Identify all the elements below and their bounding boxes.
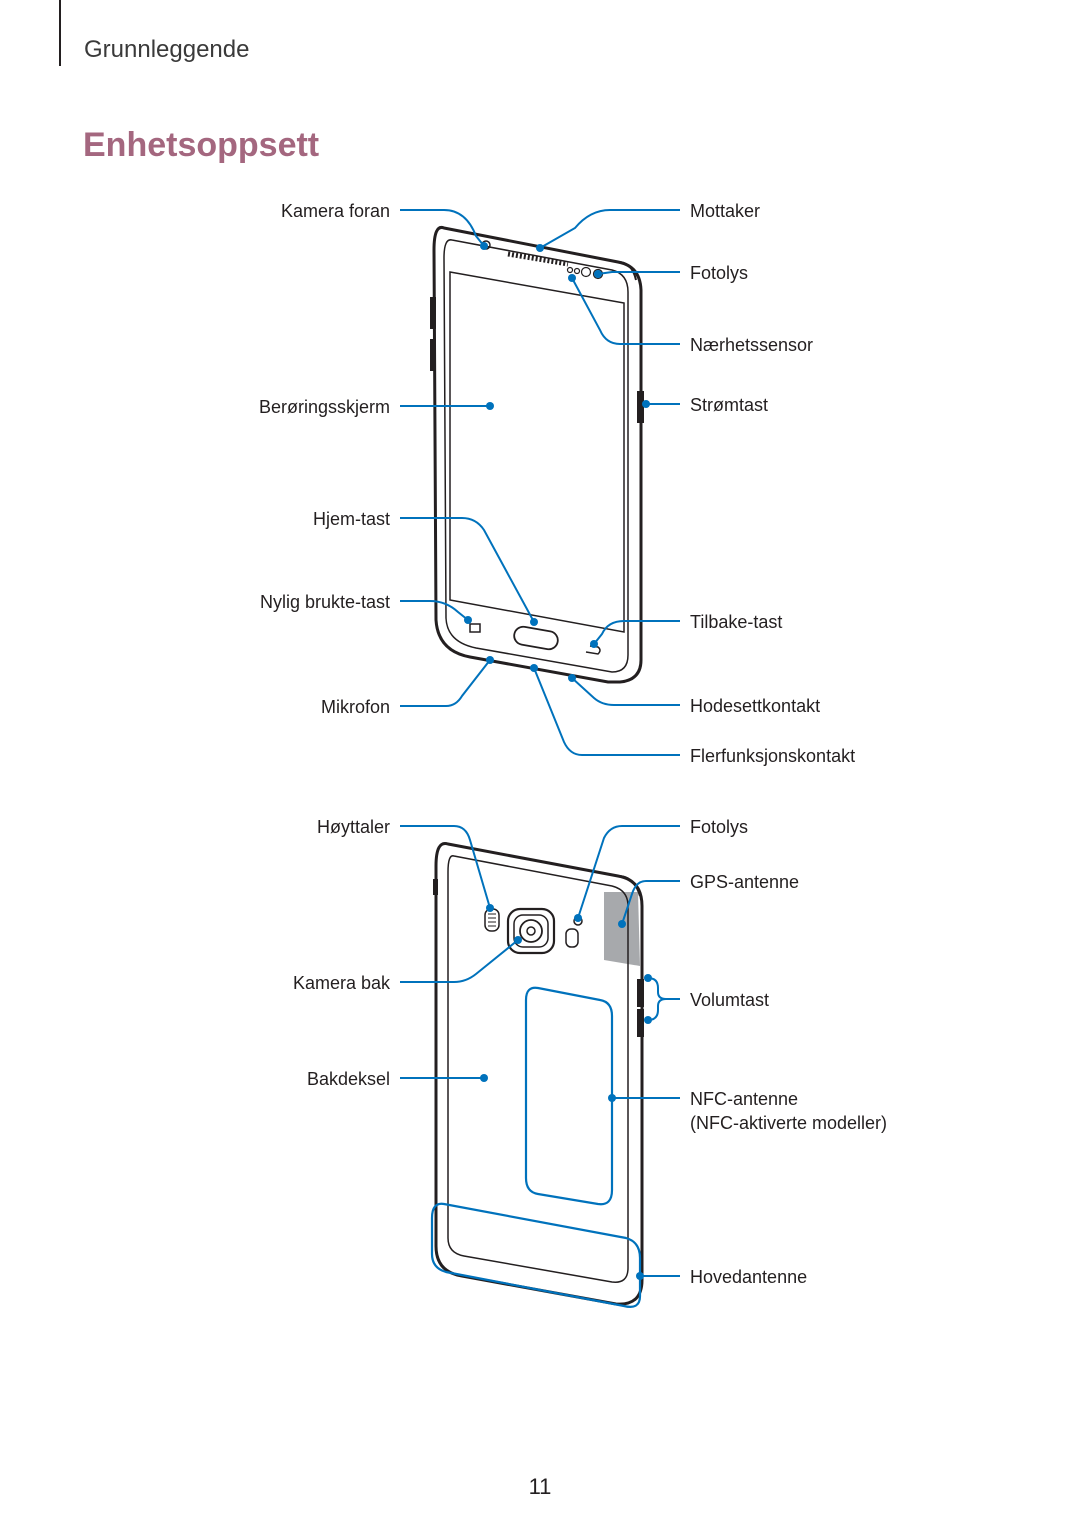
label-power-key: Strømtast bbox=[690, 395, 769, 415]
back-callouts bbox=[400, 825, 680, 1308]
label-back-key: Tilbake-tast bbox=[690, 612, 783, 632]
back-callout-dots bbox=[480, 904, 652, 1280]
label-multipurpose-jack: Flerfunksjonskontakt bbox=[690, 746, 856, 766]
label-nfc-note: (NFC-aktiverte modeller) bbox=[690, 1113, 888, 1133]
label-headset-jack: Hodesettkontakt bbox=[690, 696, 821, 716]
label-recent-key: Nylig brukte-tast bbox=[259, 592, 390, 612]
label-back-cover: Bakdeksel bbox=[306, 1069, 390, 1089]
label-gps-antenna: GPS-antenne bbox=[690, 872, 800, 892]
front-device-illustration bbox=[430, 225, 644, 684]
label-back-flash: Fotolys bbox=[690, 817, 749, 837]
label-nfc-antenna: NFC-antenne bbox=[690, 1089, 799, 1109]
label-proximity-sensor: Nærhetssensor bbox=[690, 335, 814, 355]
label-microphone: Mikrofon bbox=[320, 697, 390, 717]
page-number: 11 bbox=[528, 1474, 552, 1499]
section-title: Grunnleggende bbox=[84, 36, 250, 63]
front-callouts bbox=[400, 209, 680, 756]
label-rear-camera: Kamera bak bbox=[292, 973, 390, 993]
label-volume-key: Volumtast bbox=[690, 990, 770, 1010]
label-front-camera: Kamera foran bbox=[280, 201, 390, 221]
front-callout-dots bbox=[464, 242, 650, 682]
header-rule bbox=[59, 0, 61, 66]
label-receiver: Mottaker bbox=[690, 201, 761, 221]
label-speaker: Høyttaler bbox=[316, 817, 390, 837]
label-home-key: Hjem-tast bbox=[312, 509, 390, 529]
page-title: Enhetsoppsett bbox=[83, 126, 320, 164]
label-front-flash: Fotolys bbox=[690, 263, 749, 283]
label-main-antenna: Hovedantenne bbox=[690, 1267, 808, 1287]
label-touchscreen: Berøringsskjerm bbox=[258, 397, 390, 417]
